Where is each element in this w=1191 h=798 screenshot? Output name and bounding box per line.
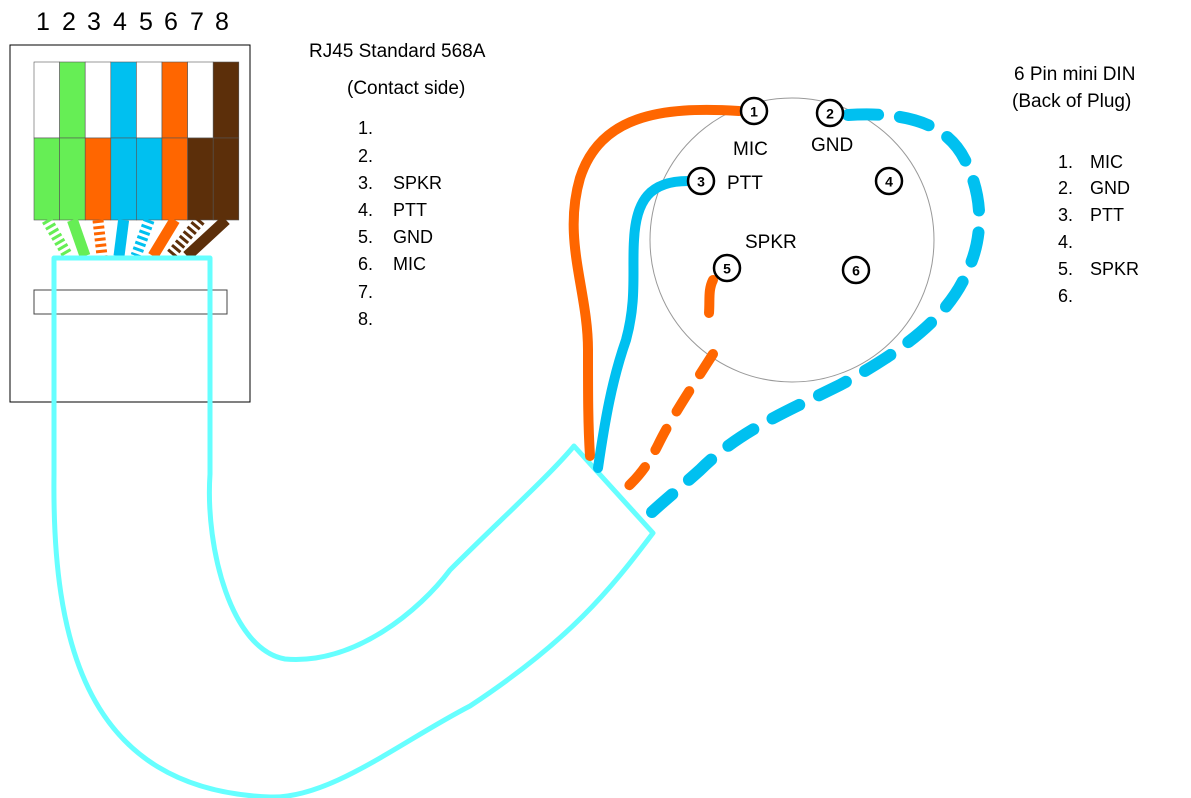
rj45-contact-top bbox=[187, 61, 214, 139]
cable-jacket bbox=[51, 255, 656, 798]
din-pin-3: 3 bbox=[686, 166, 716, 196]
rj45-contact-top bbox=[33, 61, 60, 139]
rj45-pin-number: 8 bbox=[215, 8, 229, 36]
din-pinout-label: GND bbox=[1090, 178, 1130, 198]
rj45-pin-number: 4 bbox=[113, 8, 127, 36]
din-pin-label-spkr: SPKR bbox=[745, 232, 797, 253]
din-pin-6: 6 bbox=[841, 255, 871, 285]
rj45-wire-lead bbox=[130, 218, 155, 258]
wire-gnd-blue-dashed bbox=[646, 108, 986, 518]
rj45-title: RJ45 Standard 568A bbox=[309, 41, 486, 62]
rj45-contact-bottom bbox=[161, 137, 188, 221]
wires bbox=[568, 104, 986, 518]
svg-text:6: 6 bbox=[852, 263, 860, 279]
rj45-contact-top bbox=[212, 61, 240, 139]
rj45-contact-bottom bbox=[33, 137, 60, 221]
din-pin-1: 1 bbox=[739, 96, 769, 126]
rj45-pin-number: 3 bbox=[87, 8, 101, 36]
rj45-pinout-list: 1. 2. 3. SPKR 4. PTT 5. GND 6. MIC 7. 8. bbox=[358, 118, 442, 329]
rj45-pinout-item: 4. bbox=[358, 200, 373, 220]
cable-jacket-outline bbox=[51, 255, 656, 798]
din-pinout-item: 4. bbox=[1058, 232, 1073, 252]
rj45-pinout-item: 8. bbox=[358, 309, 373, 329]
svg-text:2: 2 bbox=[826, 106, 834, 122]
svg-text:5: 5 bbox=[723, 261, 731, 277]
rj45-wire-lead bbox=[92, 219, 108, 257]
din-pin-5: 5 bbox=[712, 253, 742, 283]
din-title: 6 Pin mini DIN bbox=[1014, 64, 1135, 85]
svg-text:4: 4 bbox=[885, 174, 893, 190]
rj45-wire-lead bbox=[113, 219, 130, 257]
din-pinout-item: 2. bbox=[1058, 178, 1073, 198]
rj45-wire-lead bbox=[67, 218, 91, 258]
rj45-wire-lead bbox=[148, 217, 180, 259]
din-pinout-item: 5. bbox=[1058, 259, 1073, 279]
rj45-pinout-item: 5. bbox=[358, 227, 373, 247]
rj45-pinout-label: GND bbox=[393, 227, 433, 247]
din-pin-label-gnd: GND bbox=[811, 135, 853, 156]
rj45-contact-bottom bbox=[59, 137, 86, 221]
wire-spkr-orange-stub bbox=[704, 275, 718, 318]
wire-mic-orange bbox=[568, 104, 744, 461]
svg-text:3: 3 bbox=[697, 174, 705, 190]
din-pinout-label: PTT bbox=[1090, 205, 1124, 225]
rj45-contact-bottom bbox=[212, 137, 240, 221]
din-pinout-item: 3. bbox=[1058, 205, 1073, 225]
din-pinout-item: 1. bbox=[1058, 152, 1073, 172]
rj45-pinout-item: 2. bbox=[358, 146, 373, 166]
rj45-pinout-item: 1. bbox=[358, 118, 373, 138]
rj45-pin-number: 1 bbox=[36, 8, 50, 36]
rj45-wire-lead bbox=[42, 217, 73, 259]
din-pin-4: 4 bbox=[874, 166, 904, 196]
rj45-contact-bottom bbox=[136, 137, 163, 221]
rj45-pin-number: 2 bbox=[62, 8, 76, 36]
din-pinout-list: 1. MIC 2. GND 3. PTT 4. 5. SPKR 6. bbox=[1058, 152, 1139, 306]
wire-ptt-blue bbox=[593, 176, 693, 473]
rj45-wire-lead bbox=[183, 215, 230, 261]
rj45-contacts bbox=[33, 61, 240, 261]
din-pin-2: 2 bbox=[815, 98, 845, 128]
rj45-contact-top bbox=[59, 61, 86, 139]
rj45-pin-number: 6 bbox=[164, 8, 178, 36]
din-pinout-label: SPKR bbox=[1090, 259, 1139, 279]
wire-spkr-orange-dashed bbox=[617, 349, 718, 497]
din-plug-face bbox=[649, 97, 935, 383]
rj45-wire-lead bbox=[165, 216, 205, 260]
rj45-contact-bottom bbox=[110, 137, 137, 221]
din-pinout-item: 6. bbox=[1058, 286, 1073, 306]
rj45-pinout-item: 6. bbox=[358, 254, 373, 274]
rj45-contact-top bbox=[84, 61, 112, 139]
din-pinout-label: MIC bbox=[1090, 152, 1123, 172]
din-pins: 1 2 3 4 5 6 bbox=[686, 96, 904, 285]
rj45-pin-numbers: 1 2 3 4 5 6 7 8 bbox=[36, 8, 229, 36]
rj45-pinout-label: MIC bbox=[393, 254, 426, 274]
rj45-subtitle: (Contact side) bbox=[347, 78, 465, 99]
rj45-pin-number: 5 bbox=[139, 8, 153, 36]
svg-text:1: 1 bbox=[750, 104, 758, 120]
rj45-contact-bottom bbox=[84, 137, 112, 221]
rj45-pinout-label: SPKR bbox=[393, 173, 442, 193]
rj45-contact-top bbox=[161, 61, 188, 139]
din-pin-label-ptt: PTT bbox=[727, 173, 763, 194]
rj45-contact-bottom bbox=[187, 137, 214, 221]
rj45-pinout-item: 7. bbox=[358, 282, 373, 302]
rj45-pinout-label: PTT bbox=[393, 200, 427, 220]
din-pin-label-mic: MIC bbox=[733, 139, 768, 160]
din-subtitle: (Back of Plug) bbox=[1012, 91, 1131, 112]
rj45-latch-window bbox=[33, 289, 228, 315]
rj45-pinout-item: 3. bbox=[358, 173, 373, 193]
rj45-contact-top bbox=[110, 61, 137, 139]
rj45-contact-top bbox=[136, 61, 163, 139]
rj45-pin-number: 7 bbox=[190, 8, 204, 36]
